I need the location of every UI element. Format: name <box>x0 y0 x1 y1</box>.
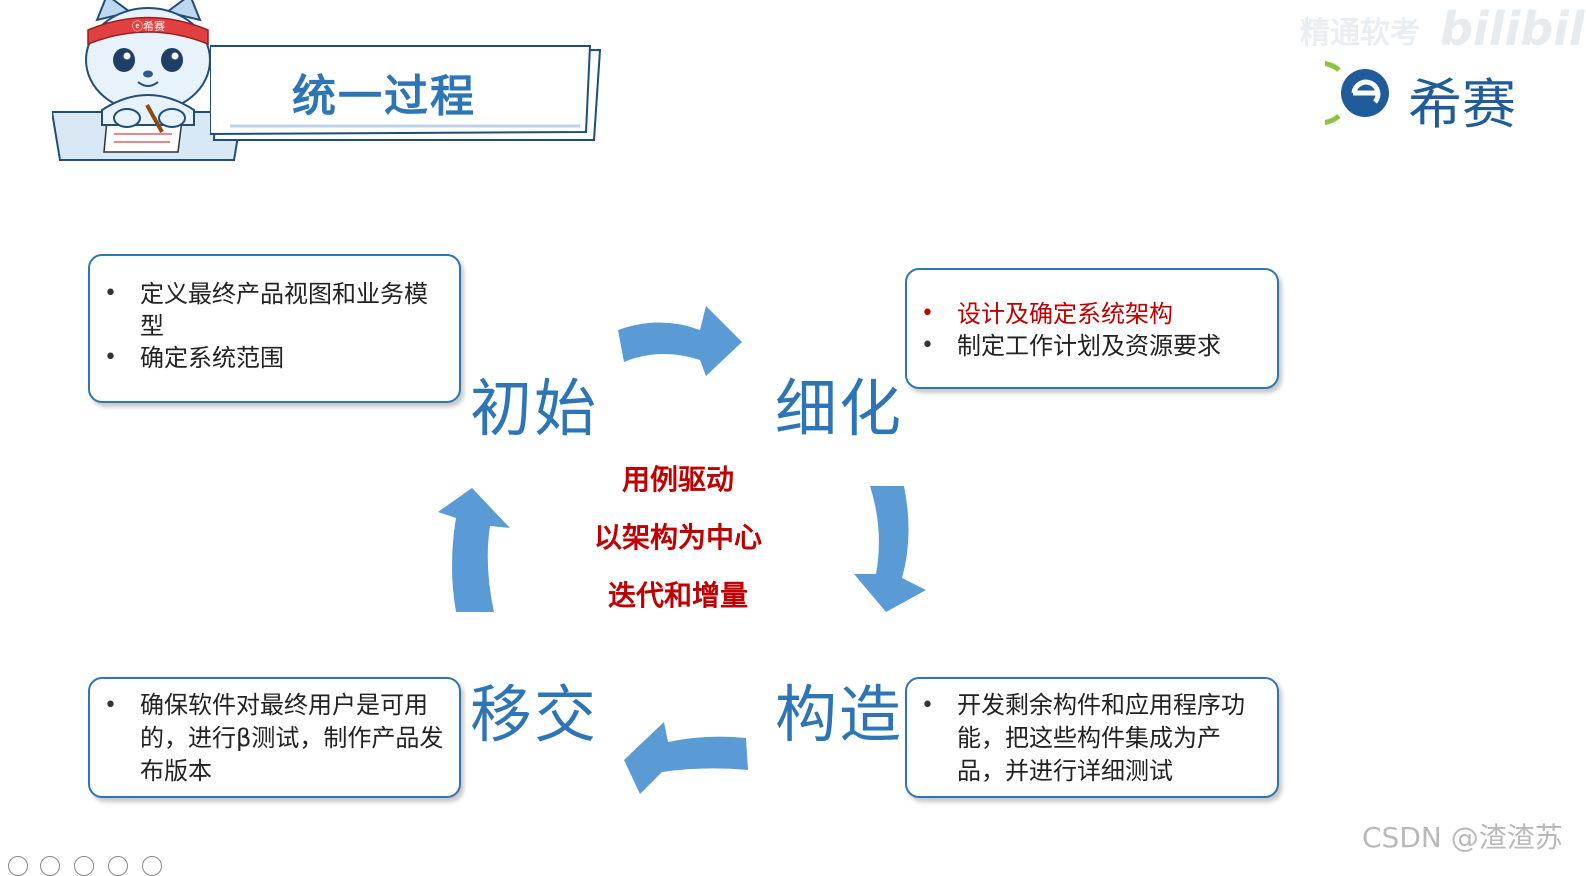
inception-box: •定义最终产品视图和业务模型 •确定系统范围 <box>88 254 461 403</box>
construction-box: •开发剩余构件和应用程序功能，把这些构件集成为产品，并进行详细测试 <box>905 677 1279 798</box>
arrow-bottom-left <box>624 722 748 794</box>
bullet: • <box>104 693 117 718</box>
list-item: •设计及确定系统架构 <box>921 300 1173 328</box>
list-item: •制定工作计划及资源要求 <box>921 332 1221 360</box>
logo-text: 希赛 <box>1408 73 1516 136</box>
transition-box: •确保软件对最终用户是可用的，进行β测试，制作产品发布版本 <box>88 677 461 798</box>
player-icon[interactable] <box>8 856 28 876</box>
grid-icon[interactable] <box>74 856 94 876</box>
title-banner <box>210 45 602 141</box>
arrow-top-right <box>618 306 742 376</box>
elaboration-box: •设计及确定系统架构 •制定工作计划及资源要求 <box>905 268 1279 389</box>
bullet: • <box>921 333 934 358</box>
bilibili-watermark: bilibili <box>1440 2 1586 56</box>
more-icon[interactable] <box>142 856 162 876</box>
csdn-watermark: CSDN @渣渣苏 <box>1362 821 1563 854</box>
pen-icon[interactable] <box>40 856 60 876</box>
logo-e-icon <box>1325 61 1389 125</box>
slide-title: 统一过程 <box>292 71 476 122</box>
bullet: • <box>921 301 934 326</box>
arrow-left-up <box>438 488 510 612</box>
bullet: • <box>104 281 117 306</box>
bullet: • <box>104 345 117 370</box>
list-item: •开发剩余构件和应用程序功能，把这些构件集成为产品，并进行详细测试 <box>921 691 1245 785</box>
principle-use-case-driven: 用例驱动 <box>621 463 734 496</box>
zoom-icon[interactable] <box>108 856 128 876</box>
phase-label-inception: 初始 <box>470 372 599 445</box>
watermark-text: 精通软考 <box>1300 16 1420 51</box>
list-item: •确保软件对最终用户是可用的，进行β测试，制作产品发布版本 <box>104 691 444 785</box>
phase-label-transition: 移交 <box>470 678 599 751</box>
list-item: •定义最终产品视图和业务模型 <box>104 280 428 340</box>
mascot-badge-text: ⓔ希赛 <box>132 19 165 33</box>
phase-label-elaboration: 细化 <box>775 372 904 445</box>
mascot-illustration: ⓔ希赛 <box>52 0 242 161</box>
bullet: • <box>921 693 934 718</box>
arrow-right-down <box>854 486 926 612</box>
list-item: •确定系统范围 <box>104 344 284 372</box>
principle-architecture-centric: 以架构为中心 <box>593 521 762 554</box>
player-controls <box>8 852 168 876</box>
phase-label-construction: 构造 <box>775 678 904 751</box>
principle-iterative-incremental: 迭代和增量 <box>607 579 748 612</box>
